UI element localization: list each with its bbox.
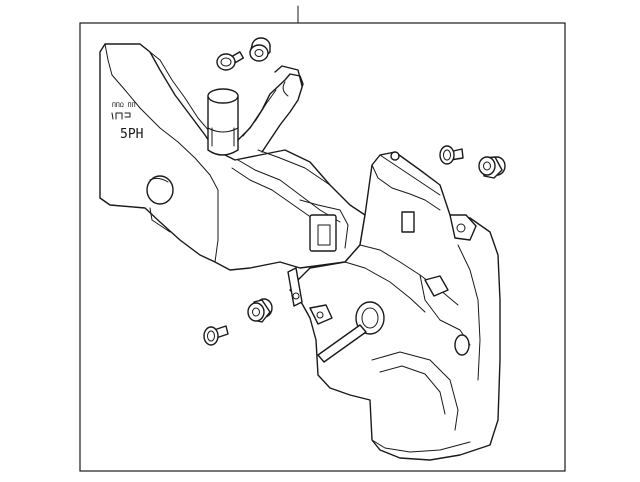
lower-right-boss xyxy=(454,334,470,356)
grommet-lower-front xyxy=(247,302,265,322)
grommet-right-front xyxy=(478,156,496,176)
right-mount-tab xyxy=(449,214,477,241)
grommet-right xyxy=(478,156,506,179)
top-channel-1 xyxy=(237,159,341,223)
lower-mount-hole xyxy=(316,311,324,319)
upper-bracket xyxy=(237,73,304,153)
bottom-edge xyxy=(371,439,471,453)
bolt-right-head-recess xyxy=(443,149,451,161)
right-ridge-1 xyxy=(371,164,441,211)
grommet-lower-hole xyxy=(252,307,260,317)
filler-neck-opening xyxy=(207,88,239,104)
right-mount-hole xyxy=(456,223,466,233)
bracket-inner-line xyxy=(242,89,277,137)
washer-reservoir-tank xyxy=(99,43,501,461)
tank-lower-edge xyxy=(99,197,146,209)
pump-port-bore xyxy=(361,307,379,329)
grommet-lower xyxy=(247,298,273,323)
top-tab-hole xyxy=(390,151,400,161)
bolt-right-head xyxy=(439,145,455,165)
lower-pocket-rim xyxy=(371,351,459,431)
tank-left-contour xyxy=(104,43,219,263)
lower-pocket-inner xyxy=(379,365,446,415)
mount-post xyxy=(287,267,303,307)
part-code-marking: 5PH xyxy=(120,127,143,142)
grommet-top-front xyxy=(249,44,269,62)
bolt-top-head xyxy=(216,53,236,71)
lower-mount-ear xyxy=(309,304,333,325)
filler-neck-collar xyxy=(207,127,239,133)
tank-upper-edge xyxy=(139,43,211,133)
mount-post-hole xyxy=(292,292,300,300)
grommet-right-hole xyxy=(483,161,491,171)
neck-window xyxy=(317,224,331,246)
bracket-hook xyxy=(274,65,303,87)
tank-left-lobe xyxy=(99,43,366,271)
top-channel-3 xyxy=(257,149,331,186)
recycle-symbol-marking xyxy=(111,112,131,120)
grommet-top xyxy=(249,37,271,62)
body-panel-line-2 xyxy=(344,261,426,313)
part-markings: ΠΠΩ ΠΠ 5PH xyxy=(111,101,143,142)
pump-port-boss xyxy=(355,301,385,335)
neck-contour xyxy=(299,199,349,249)
bolt-top-head-recess xyxy=(220,57,232,67)
bolt-right xyxy=(439,145,464,165)
side-slot xyxy=(401,211,415,233)
mount-boss-left-inner xyxy=(149,177,169,183)
grommet-top-hole xyxy=(254,49,264,57)
bolt-top xyxy=(216,51,245,71)
side-lug xyxy=(424,275,449,297)
logo-marking: ΠΠΩ ΠΠ xyxy=(112,101,136,109)
bolt-lower-head-recess xyxy=(207,330,215,342)
diagonal-strap xyxy=(317,324,367,363)
right-ridge-2 xyxy=(379,154,441,196)
bolt-lower-head xyxy=(203,326,219,346)
body-right-edge-inner xyxy=(457,244,481,381)
tank-step xyxy=(149,207,171,233)
bracket-hook-slot xyxy=(282,81,289,97)
mount-boss-left xyxy=(146,175,174,205)
filler-neck xyxy=(207,95,239,156)
filler-neck-ribs xyxy=(211,127,235,147)
neck-block xyxy=(309,214,337,252)
bolt-lower xyxy=(203,325,229,346)
diagram-frame xyxy=(79,22,566,472)
